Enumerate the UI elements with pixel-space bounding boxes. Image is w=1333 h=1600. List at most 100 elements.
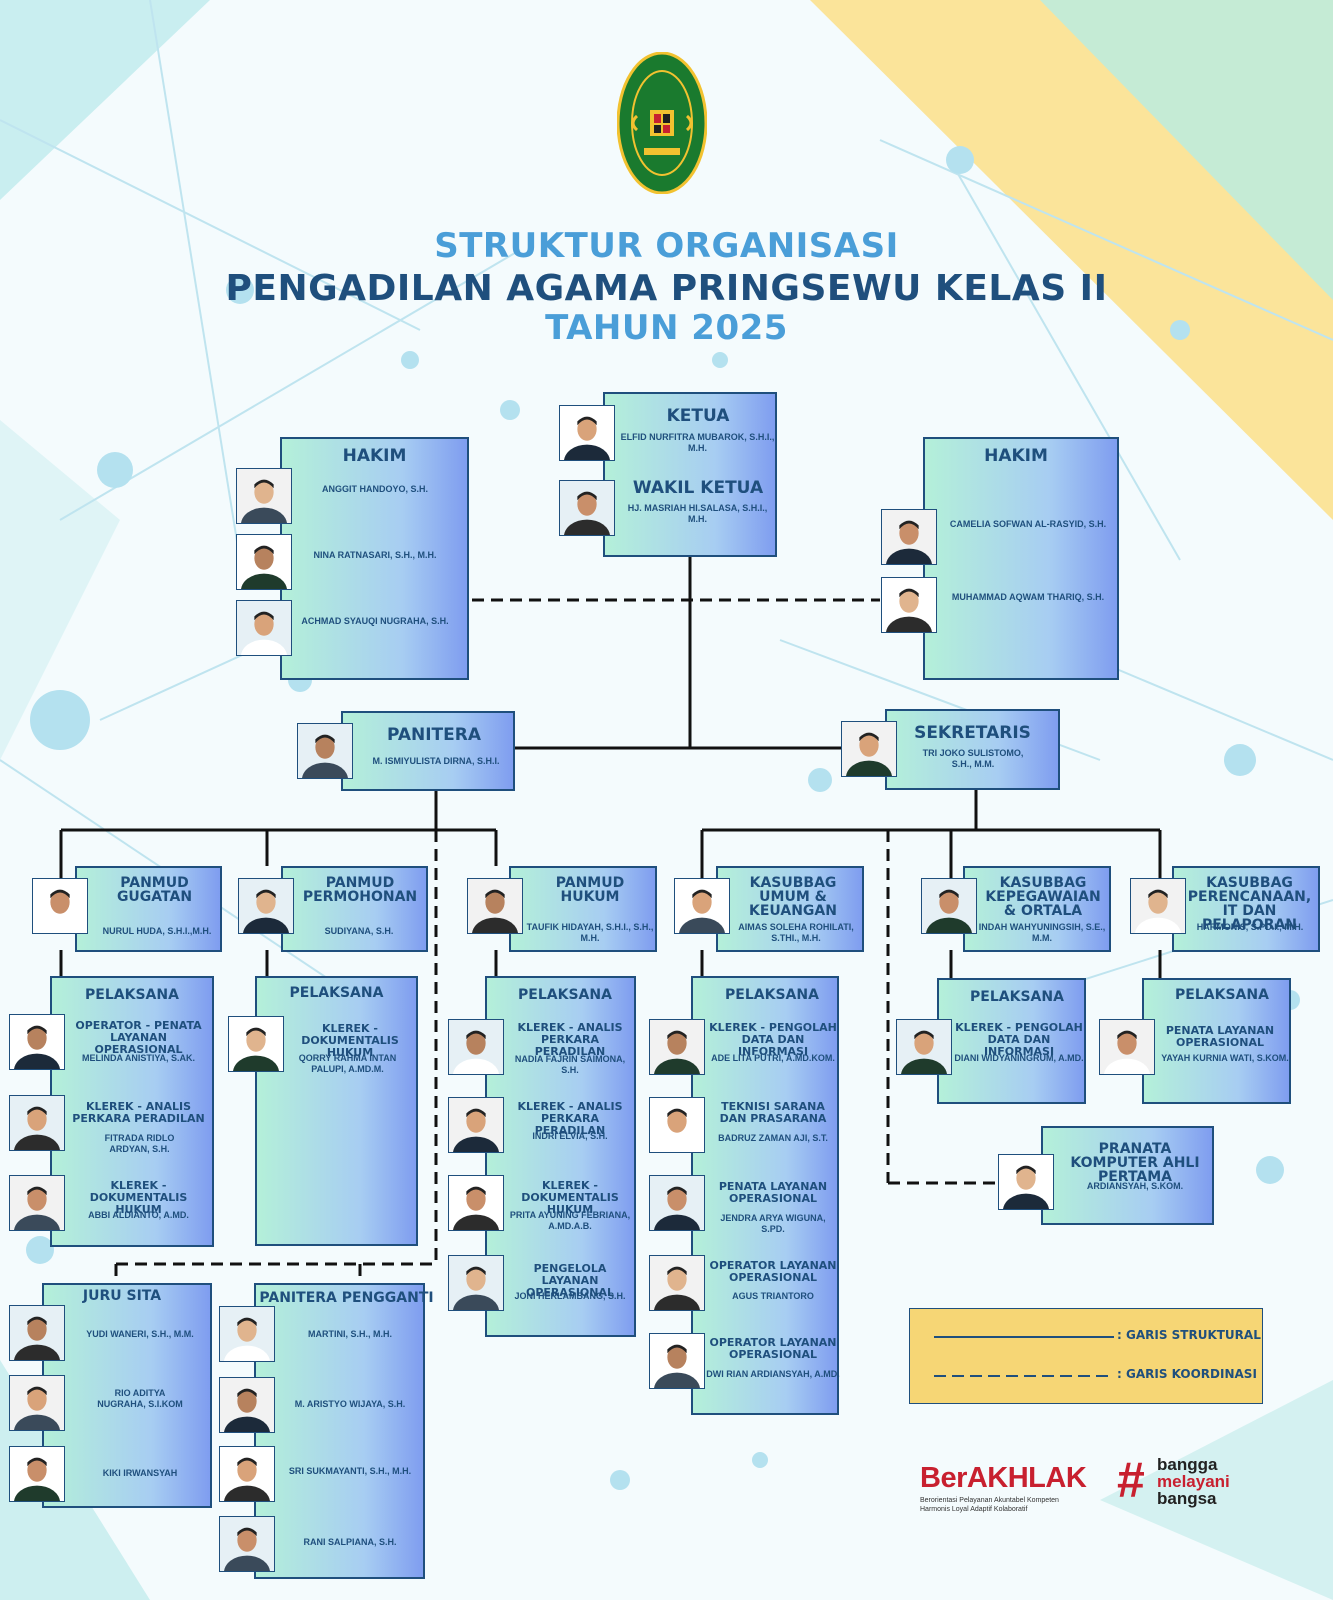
pelaksana-umum-title: PELAKSANA (725, 987, 819, 1003)
pelaksana-name: ADE LITA PUTRI, A.MD.KOM. (711, 1053, 835, 1063)
portrait-icon (237, 601, 291, 655)
portrait-icon (449, 1176, 503, 1230)
kasubbag-perencanaan-title: KASUBBAG PERENCANAAN, IT DAN PELAPORAN (1187, 875, 1312, 933)
pelaksana-role: KLEREK - DOKUMENTALIS HUKUM (301, 1022, 399, 1059)
pelaksana-role: KLEREK - ANALIS PERKARA PERADILAN (72, 1100, 205, 1125)
pelaksana-kepegawaian-title: PELAKSANA (970, 989, 1064, 1005)
panitera-pengganti-member: SRI SUKMAYANTI, S.H., M.H. (288, 1466, 412, 1476)
portrait-icon (237, 469, 291, 523)
portrait-icon (10, 1447, 64, 1501)
panitera-pengganti-title: PANITERA PENGGANTI (259, 1290, 434, 1306)
portrait-icon (882, 578, 936, 632)
wakil-ketua-name: HJ. MASRIAH HI.SALASA, S.H.I., M.H. (627, 503, 768, 524)
pelaksana-role: KLEREK - ANALIS PERKARA PERADILAN (517, 1021, 623, 1058)
pelaksana-name: NADIA FAJRIN SAIMONA, S.H. (514, 1054, 626, 1075)
legend: : GARIS STRUKTURAL : GARIS KOORDINASI (909, 1308, 1263, 1404)
member-photo (236, 534, 292, 590)
pranata-name: ARDIANSYAH, S.KOM. (1086, 1181, 1184, 1191)
portrait-icon (650, 1098, 704, 1152)
portrait-icon (897, 1020, 951, 1074)
member-photo (649, 1019, 705, 1075)
juru-sita-title: JURU SITA (82, 1288, 162, 1304)
sekretaris-box (885, 709, 1060, 790)
pelaksana-role: TEKNISI SARANA DAN PRASARANA (719, 1100, 827, 1125)
juru-sita-member: YUDI WANERI, S.H., M.M. (86, 1329, 194, 1339)
panitera-pengganti-box (254, 1283, 425, 1579)
pelaksana-name: DIANI WIDYANINGRUM, A.MD. (954, 1053, 1084, 1063)
portrait-icon (10, 1306, 64, 1360)
pelaksana-name: BADRUZ ZAMAN AJI, S.T. (718, 1133, 828, 1143)
ketua-box (603, 392, 777, 557)
panmud-gugatan-box (75, 866, 222, 952)
portrait-icon (10, 1096, 64, 1150)
pelaksana-name: PRITA AYUNING FEBRIANA, A.MD.A.B. (509, 1210, 631, 1231)
slogan-line: melayani (1157, 1472, 1230, 1491)
member-photo (649, 1255, 705, 1311)
pelaksana-gugatan-box (50, 976, 214, 1247)
member-photo (998, 1154, 1054, 1210)
hakim-right-title: HAKIM (984, 446, 1048, 466)
member-photo (881, 577, 937, 633)
member-photo (649, 1097, 705, 1153)
portrait-icon (449, 1098, 503, 1152)
portrait-icon (220, 1307, 274, 1361)
ketua-name: ELFID NURFITRA MUBAROK, S.H.I., M.H. (620, 432, 775, 453)
pelaksana-role: PENATA LAYANAN OPERASIONAL (1165, 1024, 1275, 1049)
structural-line-swatch (934, 1336, 1114, 1338)
member-photo (881, 509, 937, 565)
pelaksana-role: KLEREK - DOKUMENTALIS HUKUM (521, 1179, 619, 1216)
pelaksana-perencanaan-box (1142, 978, 1291, 1104)
portrait-icon (1131, 879, 1185, 933)
pelaksana-name: YAYAH KURNIA WATI, S.KOM. (1161, 1053, 1289, 1063)
pelaksana-umum-box (691, 976, 839, 1415)
kasubbag-umum-name: AIMAS SOLEHA ROHILATI, S.THI., M.H. (738, 922, 854, 943)
pranata-box (1041, 1126, 1214, 1225)
panitera-pengganti-member: MARTINI, S.H., M.H. (308, 1329, 392, 1339)
hakim-left-member: NINA RATNASARI, S.H., M.H. (313, 550, 437, 560)
pelaksana-role: PENATA LAYANAN OPERASIONAL (718, 1180, 828, 1205)
court-emblem-icon (616, 51, 708, 195)
panmud-permohonan-box (281, 866, 428, 952)
berakhlak-wordmark: BerAKHLAK (920, 1462, 1087, 1494)
organization-name: PENGADILAN AGAMA PRINGSEWU KELAS II (225, 268, 1108, 309)
page-title: STRUKTUR ORGANISASI (434, 226, 899, 266)
portrait-icon (650, 1020, 704, 1074)
panitera-pengganti-member: RANI SALPIANA, S.H. (303, 1537, 397, 1547)
panmud-hukum-name: TAUFIK HIDAYAH, S.H.I., S.H., M.H. (526, 922, 654, 943)
member-photo (219, 1377, 275, 1433)
kasubbag-umum-title: KASUBBAG UMUM & KEUANGAN (749, 875, 837, 919)
member-photo (219, 1516, 275, 1572)
portrait-icon (220, 1378, 274, 1432)
sekretaris-title: SEKRETARIS (914, 723, 1031, 743)
member-photo (9, 1175, 65, 1231)
slogan-line: bangga (1157, 1455, 1218, 1474)
portrait-icon (882, 510, 936, 564)
pelaksana-role: KLEREK - PENGOLAH DATA DAN INFORMASI (955, 1021, 1083, 1058)
portrait-icon (468, 879, 522, 933)
member-photo (219, 1446, 275, 1502)
hakim-left-title: HAKIM (342, 446, 407, 466)
wakil-ketua-photo (559, 480, 615, 536)
unit-head-photo (1130, 878, 1186, 934)
portrait-icon (237, 535, 291, 589)
berakhlak-tagline: Harmonis Loyal Adaptif Kolaboratif (920, 1506, 1028, 1513)
pelaksana-role: KLEREK - PENGOLAH DATA DAN INFORMASI (709, 1021, 837, 1058)
pelaksana-name: AGUS TRIANTORO (732, 1291, 814, 1301)
juru-sita-member: RIO ADITYA NUGRAHA, S.I.KOM (97, 1388, 183, 1409)
member-photo (228, 1016, 284, 1072)
panmud-hukum-title: PANMUD HUKUM (555, 875, 625, 905)
pelaksana-role: OPERATOR LAYANAN OPERASIONAL (709, 1336, 837, 1361)
portrait-icon (650, 1176, 704, 1230)
unit-head-photo (674, 878, 730, 934)
pelaksana-role: PENGELOLA LAYANAN OPERASIONAL (525, 1262, 614, 1299)
member-photo (1099, 1019, 1155, 1075)
hakim-right-member: CAMELIA SOFWAN AL-RASYID, S.H. (949, 519, 1107, 529)
member-photo (448, 1097, 504, 1153)
member-photo (9, 1095, 65, 1151)
panmud-permohonan-title: PANMUD PERMOHONAN (302, 875, 418, 905)
member-photo (448, 1175, 504, 1231)
portrait-icon (298, 724, 352, 778)
member-photo (448, 1019, 504, 1075)
pelaksana-gugatan-title: PELAKSANA (85, 987, 179, 1003)
member-photo (9, 1446, 65, 1502)
